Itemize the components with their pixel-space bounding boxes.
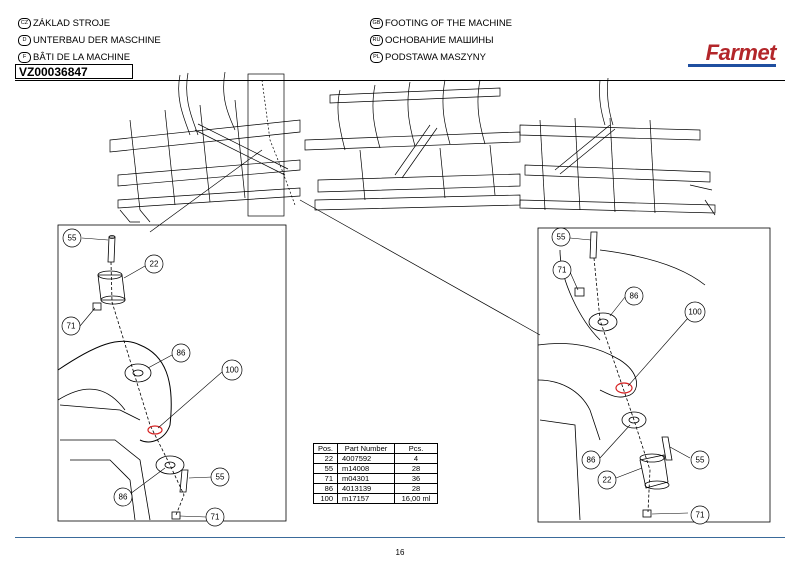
header-text: ОСНОВАНИЕ МАШИНЫ [385,35,494,47]
cell-part-number: m17157 [337,493,396,504]
table-header-row: Pos. Part Number Pcs. [312,443,439,454]
callout-71: 71 [67,322,76,331]
header-divider [15,80,785,81]
footer-divider [15,537,785,538]
header-text: FOOTING OF THE MACHINE [385,18,513,30]
callout-55: 55 [68,234,77,243]
cell-part-number: 4013139 [337,483,396,494]
lang-badge: CZ [18,18,31,29]
callout-71: 71 [211,513,220,522]
callout-71: 71 [696,511,705,520]
header-text: BÂTI DE LA MACHINE [33,52,131,64]
header-pos: Pos. [312,443,339,454]
cell-pos: 22 [312,453,339,464]
lang-badge: PL [370,52,383,63]
callout-86: 86 [587,456,596,465]
header-part-number: Part Number [337,443,396,454]
highlight-ring-right [615,382,633,394]
table-row: 22 4007592 4 [312,453,439,464]
cell-part-number: 4007592 [337,453,396,464]
cell-pcs: 4 [394,453,439,464]
header-pcs: Pcs. [394,443,439,454]
cell-pcs: 36 [394,473,439,484]
detail-highlight-box [247,73,285,217]
frame-section-left [109,71,301,223]
table-row: 71 m04301 36 [312,473,439,484]
callout-86: 86 [119,493,128,502]
farmet-logo: Farmet [705,40,777,65]
cell-part-number: m14008 [337,463,396,474]
callout-86: 86 [177,349,186,358]
lang-badge: F [18,52,31,63]
callout-22: 22 [150,260,159,269]
callout-22: 22 [603,476,612,485]
cell-pos: 55 [312,463,339,474]
header-text: ZÁKLAD STROJE [33,18,111,30]
header-text: UNTERBAU DER MASCHINE [33,35,161,47]
callouts-right [551,227,710,525]
table-row: 55 m14008 28 [312,463,439,474]
page-number: 16 [395,548,405,557]
lang-badge: RU [370,35,383,46]
drawing-code: VZ00036847 [15,64,133,79]
cell-part-number: m04301 [337,473,396,484]
callout-55: 55 [696,456,705,465]
callouts-left [61,228,243,527]
lang-badge: GB [370,18,383,29]
callout-55: 55 [557,233,566,242]
callout-86: 86 [630,292,639,301]
cell-pos: 71 [312,473,339,484]
cell-pcs: 16,00 ml [394,493,439,504]
logo-underline [688,64,776,67]
callout-71: 71 [558,266,567,275]
cell-pcs: 28 [394,483,439,494]
lang-badge: D [18,35,31,46]
cell-pos: 86 [312,483,339,494]
cell-pos: 100 [312,493,339,504]
cell-pcs: 28 [394,463,439,474]
header-text: PODSTAWA MASZYNY [385,52,486,64]
callout-100: 100 [225,366,239,375]
highlight-ring-left [147,425,163,435]
callout-100: 100 [688,308,702,317]
detail-frame-left [57,224,287,522]
callout-55: 55 [216,473,225,482]
table-row: 86 4013139 28 [312,483,439,494]
detail-frame-right [537,227,771,523]
table-row: 100 m17157 16,00 ml [312,493,439,504]
frame-section-center [304,79,521,211]
frame-section-right [519,77,716,216]
parts-table: Pos. Part Number Pcs. 22 4007592 4 55 m1… [312,443,439,504]
